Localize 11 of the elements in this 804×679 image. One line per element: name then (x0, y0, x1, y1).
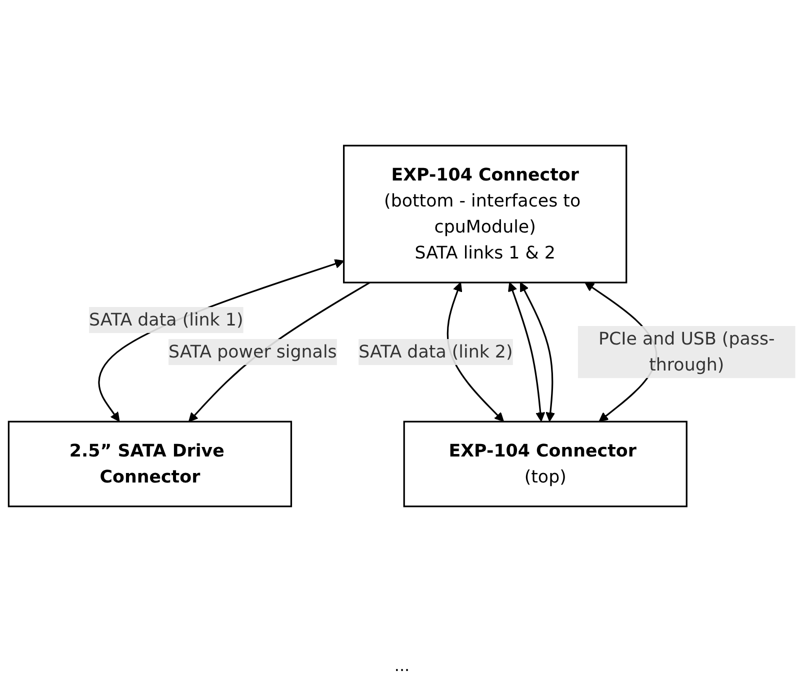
node-box: EXP-104 Connector (bottom - interfaces to cpuModule) SATA links 1 & 2 (343, 144, 628, 284)
edge-label: SATA data (link 1) (89, 309, 244, 330)
edge-label: PCIe and USB (pass-through) (598, 328, 775, 375)
edge-label: SATA power signals (168, 341, 337, 362)
node-box: 2.5” SATA Drive Connector (8, 420, 292, 508)
edge-label: SATA data (link 2) (358, 341, 513, 362)
arrow (508, 282, 546, 422)
ellipsis-note: ... (394, 656, 410, 675)
arrow (98, 259, 344, 422)
node-box: EXP-104 Connector (top) (403, 420, 688, 508)
arrow (520, 282, 556, 422)
